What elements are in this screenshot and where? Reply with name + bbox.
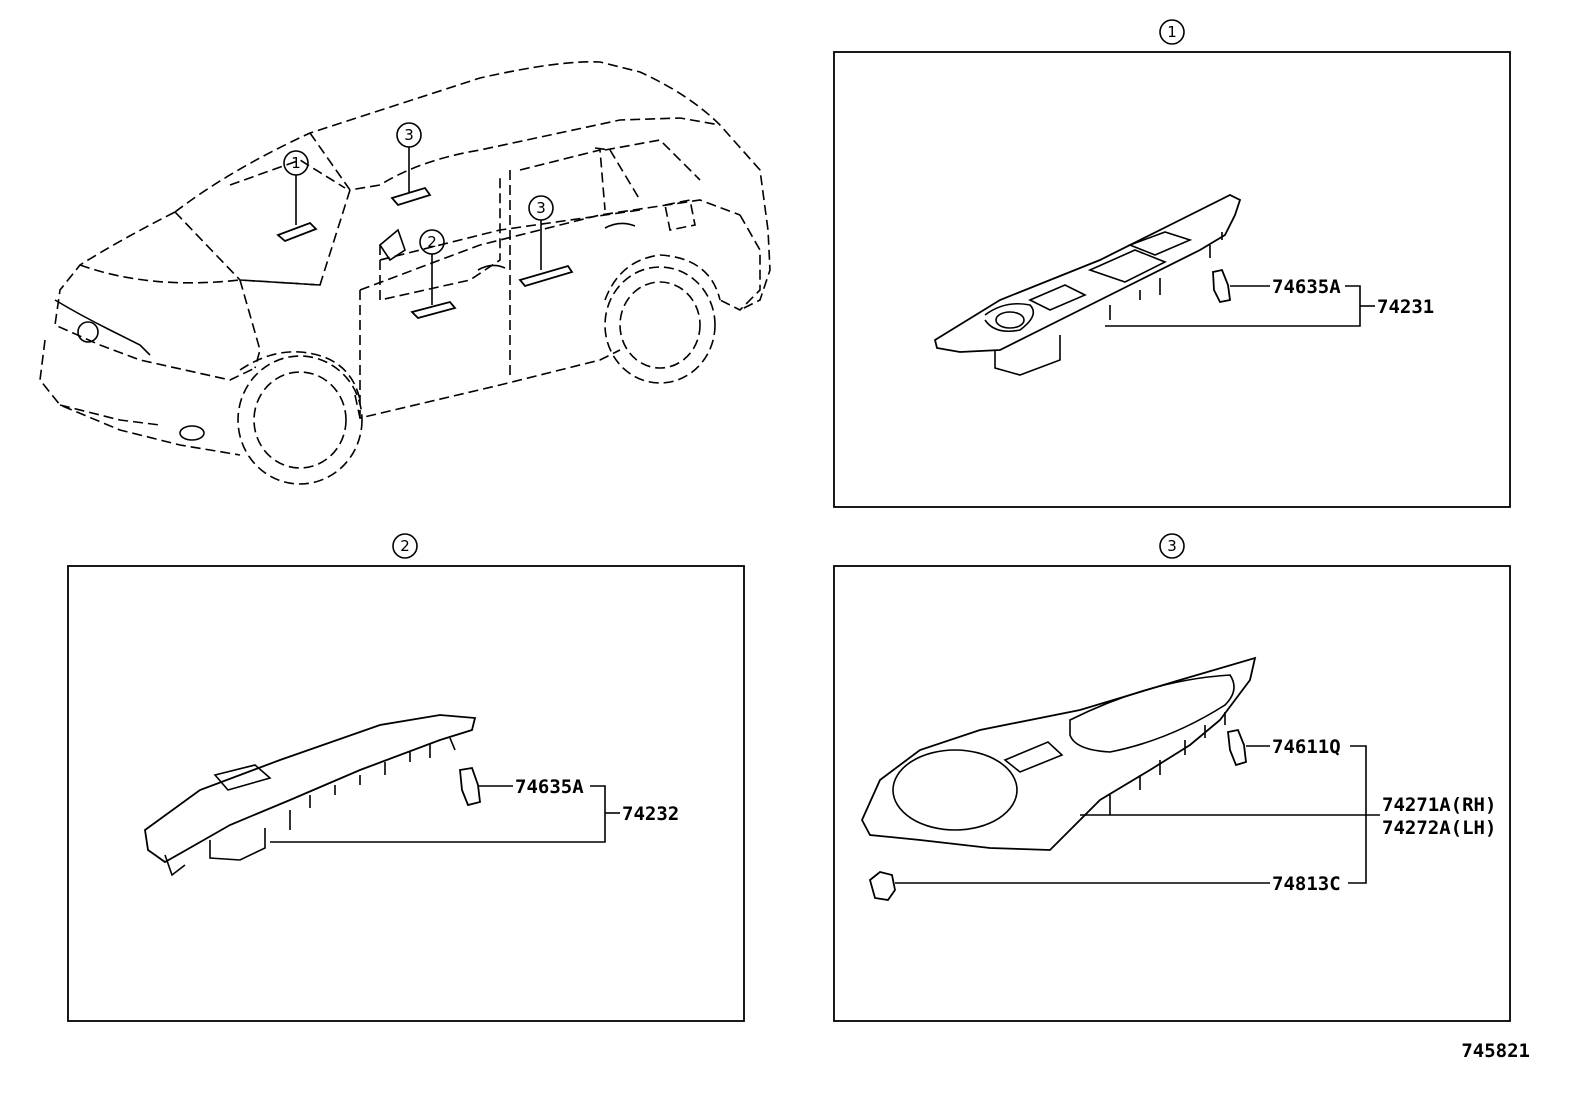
master-switch-base — [933, 193, 1242, 353]
panel-1: 1 74635A 74231 — [833, 19, 1511, 508]
svg-text:2: 2 — [427, 233, 437, 251]
diagram-number: 745821 — [1461, 1040, 1530, 1062]
label-74635A-p1: 74635A — [1272, 276, 1341, 298]
panel-2: 2 74635A 74232 — [67, 533, 745, 1022]
label-74232: 74232 — [622, 803, 679, 825]
armrest-panel — [860, 656, 1257, 851]
panel-3-callout: 3 — [1167, 537, 1177, 555]
vehicle-overview: 1 3 2 3 — [39, 61, 771, 485]
panel-3: 3 74611Q 74271A(RH) 74272A(LH) 74813C — [833, 533, 1511, 1022]
panel-1-frame — [833, 51, 1511, 508]
car-callout-1: 1 — [283, 150, 309, 225]
retainer-74813C — [868, 871, 896, 901]
switch-base-74232 — [144, 714, 477, 864]
label-74231: 74231 — [1377, 296, 1434, 318]
clip-74611Q — [1227, 728, 1247, 767]
label-74635A-p2: 74635A — [515, 776, 584, 798]
panel-2-frame — [67, 565, 745, 1022]
label-74271A-RH: 74271A(RH) — [1382, 794, 1496, 816]
panel-2-callout: 2 — [400, 537, 410, 555]
label-74272A-LH: 74272A(LH) — [1382, 817, 1496, 839]
svg-text:3: 3 — [536, 199, 546, 217]
svg-text:1: 1 — [291, 154, 301, 172]
car-callout-3-rear: 3 — [528, 195, 554, 270]
label-74813C: 74813C — [1272, 873, 1341, 895]
label-74611Q: 74611Q — [1272, 736, 1341, 758]
svg-text:3: 3 — [404, 126, 414, 144]
panel-3-frame — [833, 565, 1511, 1022]
car-callout-3-front: 3 — [396, 122, 422, 192]
clip-74635A-p1 — [1212, 268, 1232, 304]
clip-74635A-p2 — [459, 766, 481, 807]
car-callout-2: 2 — [419, 229, 445, 305]
panel-1-callout: 1 — [1167, 23, 1177, 41]
